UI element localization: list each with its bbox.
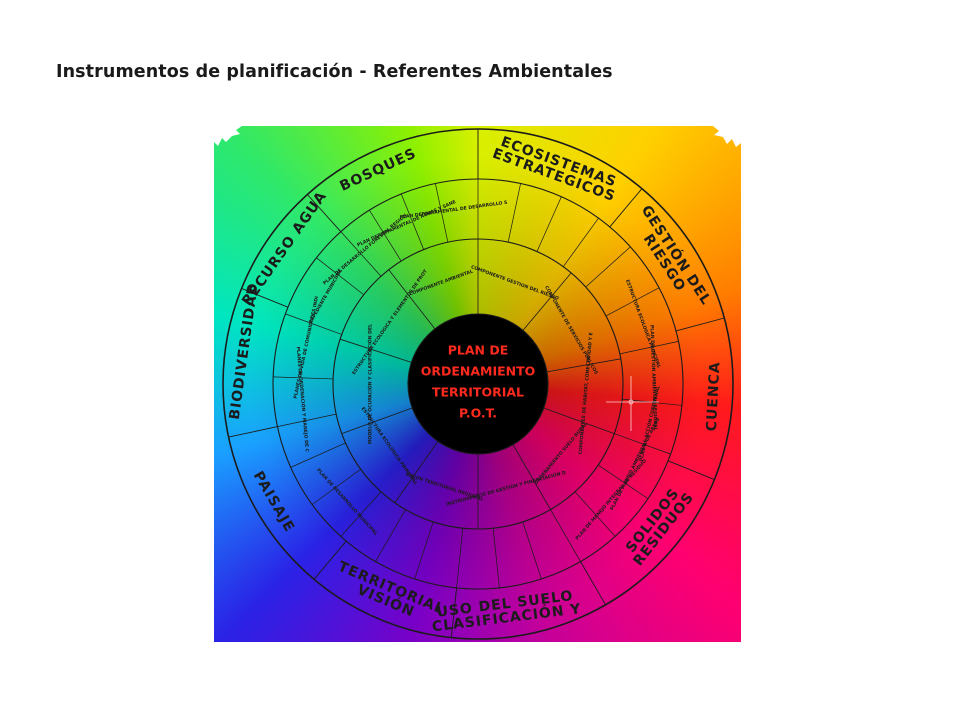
- spoke-middle: [550, 509, 581, 562]
- spoke-outer: [450, 587, 458, 638]
- spoke-middle: [277, 413, 337, 427]
- spoke-middle: [290, 442, 346, 468]
- spoke-outer: [609, 188, 643, 228]
- wheel-center-label: PLAN DE ORDENAMIENTO TERRITORIAL P.O.T.: [421, 343, 536, 421]
- spoke-middle: [285, 313, 342, 335]
- spoke-inner: [339, 338, 412, 363]
- spoke-middle: [598, 464, 649, 499]
- spoke-outer: [313, 540, 347, 580]
- inner-ring-label: VISIÓN TERRITORIAL REGIONAL: [405, 471, 485, 503]
- outer-label: PAISAJE: [250, 469, 298, 536]
- outer-label: CUENCA: [704, 361, 724, 432]
- spoke-middle: [574, 491, 616, 537]
- middle-ring-label: PLAN DE DESARROLLO FORESTAL REGION: [322, 213, 408, 287]
- outer-label: RECURSO AGUA: [239, 188, 330, 308]
- spoke-inner: [546, 358, 621, 373]
- spoke-middle: [614, 433, 671, 455]
- spoke-middle: [605, 287, 660, 317]
- inner-ring-label: COMPONENTE GESTION DEL RIESGO: [470, 264, 560, 302]
- spoke-outer: [580, 561, 606, 606]
- spoke-middle: [562, 217, 599, 267]
- center-label-line: ORDENAMIENTO: [421, 364, 536, 379]
- spoke-middle: [585, 246, 631, 288]
- spoke-middle: [492, 528, 500, 588]
- spoke-middle: [522, 521, 542, 580]
- spoke-outer: [241, 288, 289, 308]
- outer-label: BOSQUES: [337, 145, 419, 194]
- spoke-middle: [456, 528, 464, 588]
- center-label-line: TERRITORIAL: [432, 385, 524, 400]
- middle-ring-label: ESTRUCTURA ECOLOGICA PRINCIPAL: [624, 279, 662, 369]
- spoke-middle: [400, 193, 425, 250]
- spoke-middle: [369, 209, 402, 262]
- spoke-outer: [675, 317, 725, 332]
- spoke-outer: [667, 460, 715, 480]
- middle-ring-label: PLAN DE DESARROLLO MUNICIPAL: [315, 467, 379, 537]
- spoke-inner: [388, 269, 436, 330]
- center-disc: [408, 314, 548, 454]
- spoke-middle: [536, 196, 562, 252]
- spoke-middle: [273, 376, 334, 380]
- spoke-inner: [341, 407, 413, 434]
- center-label-line: P.O.T.: [459, 406, 497, 421]
- page-title: Instrumentos de planificación - Referent…: [56, 62, 613, 82]
- spoke-middle: [619, 341, 679, 355]
- spoke-outer: [307, 194, 342, 232]
- corner-notch-top-left: [214, 126, 242, 146]
- corner-notch-top-right: [713, 126, 741, 147]
- spoke-middle: [375, 509, 406, 562]
- spoke-middle: [435, 183, 449, 243]
- spoke-inner: [512, 444, 551, 510]
- inner-ring-label: MODELO DE OCUPACIÓN Y CLASIFICACIÓN DEL: [367, 324, 374, 444]
- spoke-middle: [414, 521, 434, 580]
- spoke-middle: [340, 231, 382, 277]
- spoke-middle: [311, 468, 361, 505]
- spoke-middle: [507, 183, 521, 243]
- spoke-middle: [340, 491, 382, 537]
- spoke-inner: [394, 441, 439, 504]
- inner-ring-label: INSTRUMENTOS DE GESTIÓN Y FINANCIACIÓN D: [445, 469, 566, 508]
- spoke-inner: [522, 272, 572, 331]
- spoke-inner: [543, 407, 615, 434]
- middle-ring-label: PLAN DE GESTIÓN AMBIENTAL REGIONAL: [649, 325, 660, 431]
- spoke-middle: [316, 257, 364, 296]
- spoke-outer: [228, 426, 278, 438]
- center-label-line: PLAN DE: [448, 343, 509, 358]
- crosshair-cursor-icon: [606, 376, 659, 431]
